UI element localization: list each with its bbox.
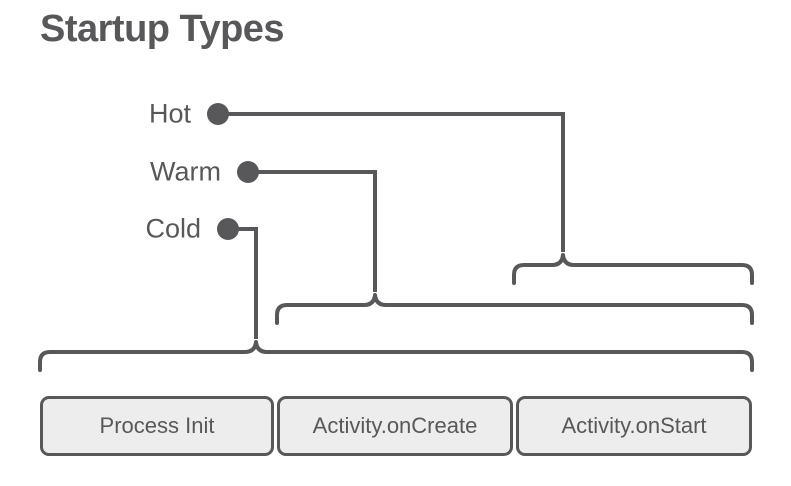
cold-stem-line	[228, 227, 258, 339]
startup-path-warm	[237, 161, 754, 325]
startup-path-hot	[207, 103, 754, 285]
startup-type-label-cold: Cold	[145, 213, 201, 244]
stage-box-process-init[interactable]: Process Init	[40, 396, 274, 456]
stage-label-process-init: Process Init	[99, 413, 215, 438]
cold-bracket	[38, 340, 754, 372]
startup-type-label-warm: Warm	[150, 156, 221, 187]
startup-type-label-hot: Hot	[148, 98, 191, 129]
stage-label-activity-oncreate: Activity.onCreate	[312, 413, 478, 438]
startup-path-cold	[38, 218, 754, 372]
hot-stem-line	[218, 112, 565, 252]
warm-stem-line	[248, 170, 377, 292]
page-title: Startup Types	[40, 8, 285, 50]
warm-bracket	[275, 293, 754, 325]
stage-label-activity-onstart: Activity.onStart	[561, 413, 707, 438]
hot-bracket	[512, 253, 754, 285]
stage-box-activity-oncreate[interactable]: Activity.onCreate	[277, 396, 513, 456]
stage-box-activity-onstart[interactable]: Activity.onStart	[516, 396, 752, 456]
